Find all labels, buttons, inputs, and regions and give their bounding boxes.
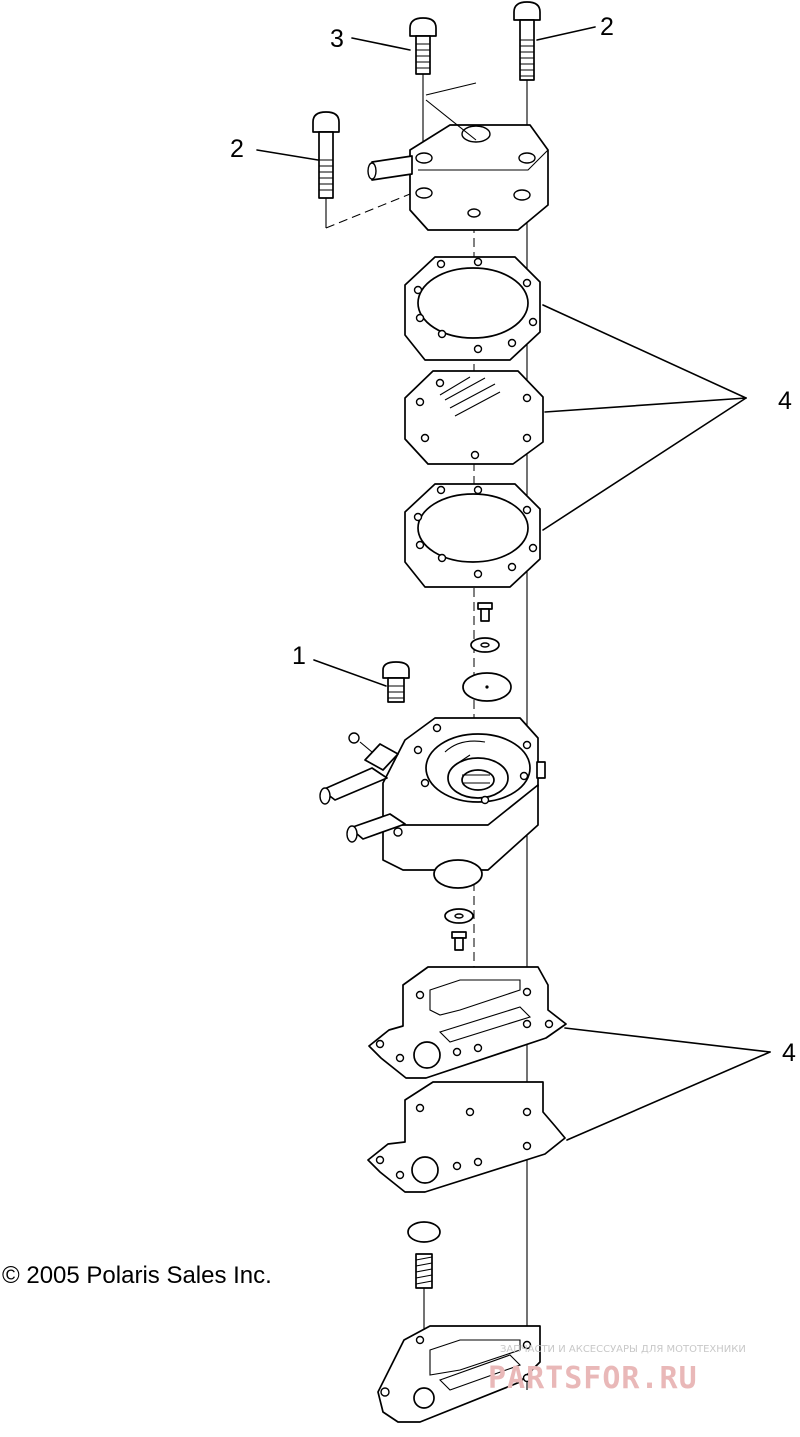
check-valve-cap [407, 1221, 441, 1243]
pump-base-plate [377, 1325, 541, 1423]
watermark: ЗАПЧАСТИ И АКСЕССУАРЫ ДЛЯ МОТОТЕХНИКИ PA… [488, 1344, 746, 1396]
callout-1: 1 [292, 642, 306, 670]
gasket-flat-upper [368, 966, 567, 1079]
valve-washer-upper [470, 637, 500, 653]
valve-screw-lower [451, 931, 467, 951]
watermark-site: PARTSFOR.RU [488, 1361, 698, 1396]
screw-2-right [513, 1, 541, 81]
screw-2-left [312, 111, 421, 229]
callout-3: 3 [330, 25, 344, 53]
valve-disc-upper [462, 672, 512, 702]
diaphragm-plate [404, 370, 544, 465]
pump-top-cover [367, 82, 549, 231]
pump-body [319, 717, 546, 871]
gasket-round-upper [404, 256, 541, 361]
watermark-tagline: ЗАПЧАСТИ И АКСЕССУАРЫ ДЛЯ МОТОТЕХНИКИ [500, 1344, 746, 1355]
callout-4-upper: 4 [778, 387, 792, 415]
copyright-notice: © 2005 Polaris Sales Inc. [2, 1262, 272, 1289]
valve-washer-lower [444, 908, 474, 924]
callout-2-top: 2 [600, 13, 614, 41]
gasket-flat-lower [367, 1081, 566, 1193]
callout-4-lower: 4 [782, 1039, 796, 1067]
callout-2-left: 2 [230, 135, 244, 163]
screw-1 [382, 661, 410, 703]
gasket-round-lower [404, 483, 541, 588]
valve-screw-upper [477, 602, 493, 622]
valve-disc-lower [433, 859, 483, 889]
leader-lines [256, 26, 771, 1141]
